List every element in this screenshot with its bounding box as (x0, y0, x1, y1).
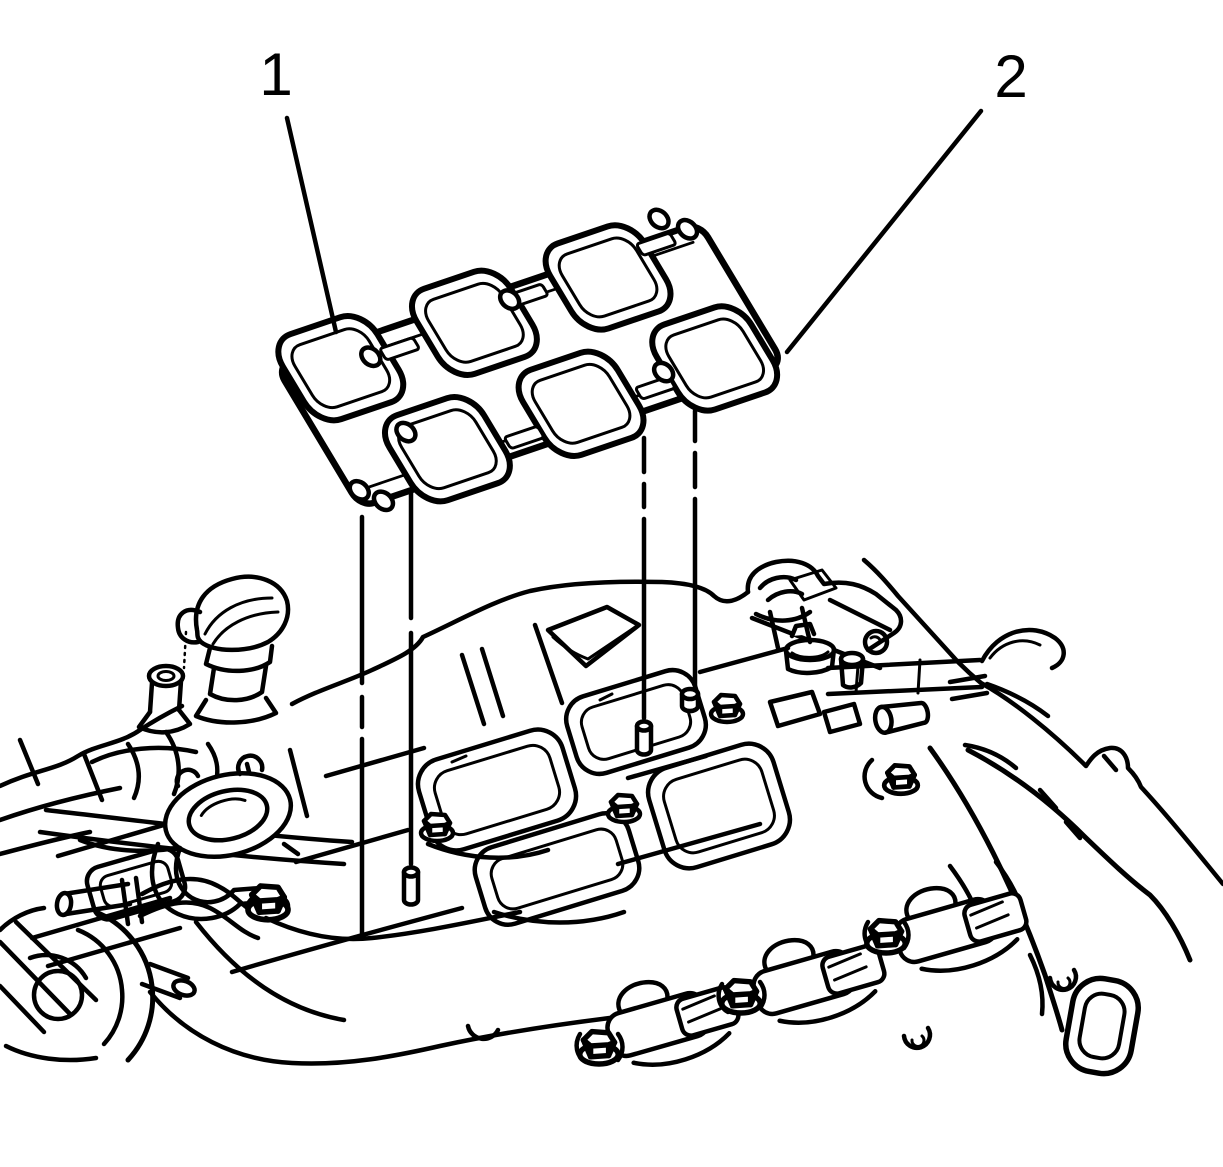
tower-fittings (783, 621, 890, 690)
deck-nut-1 (421, 814, 453, 841)
oil-filler-cap (136, 574, 291, 735)
egr-flange (162, 753, 301, 860)
callout-1-leader-line (284, 115, 339, 335)
gasket-port-openings (268, 203, 787, 525)
ignition-coil-3 (862, 886, 1029, 973)
stud-center (634, 719, 654, 757)
id-patch (545, 604, 642, 669)
engine-top-silhouette (0, 703, 185, 789)
engine-top-silhouette-right (861, 557, 1223, 887)
ignition-coil-2 (716, 938, 887, 1025)
crank-pulley (0, 905, 197, 1063)
hose-assembly (54, 841, 523, 942)
stud-front (401, 865, 421, 907)
deck-nut-2 (608, 795, 640, 822)
wire-clips (465, 967, 1079, 1051)
gasket-bolt-holes (262, 201, 785, 517)
ignition-coil-1 (574, 980, 741, 1067)
port-ticks (450, 692, 614, 764)
head-port-1 (415, 727, 579, 853)
callout-2-leader-line (784, 108, 984, 355)
callout-1-label: 1 (259, 41, 292, 108)
head-port-3 (645, 741, 793, 871)
engine-top-silhouette-mid (289, 579, 751, 707)
intake-manifold-gasket (262, 199, 795, 526)
oval-port (1063, 975, 1141, 1077)
fuel-rail-right (825, 627, 1066, 719)
right-bank-details (711, 689, 931, 801)
head-port-4 (472, 811, 642, 927)
callout-2-label: 2 (994, 43, 1027, 110)
callouts: 1 2 (259, 41, 1028, 355)
engine-assembly (0, 557, 1223, 1077)
bottom-silhouette (147, 919, 621, 1066)
stud-rear (679, 686, 701, 714)
